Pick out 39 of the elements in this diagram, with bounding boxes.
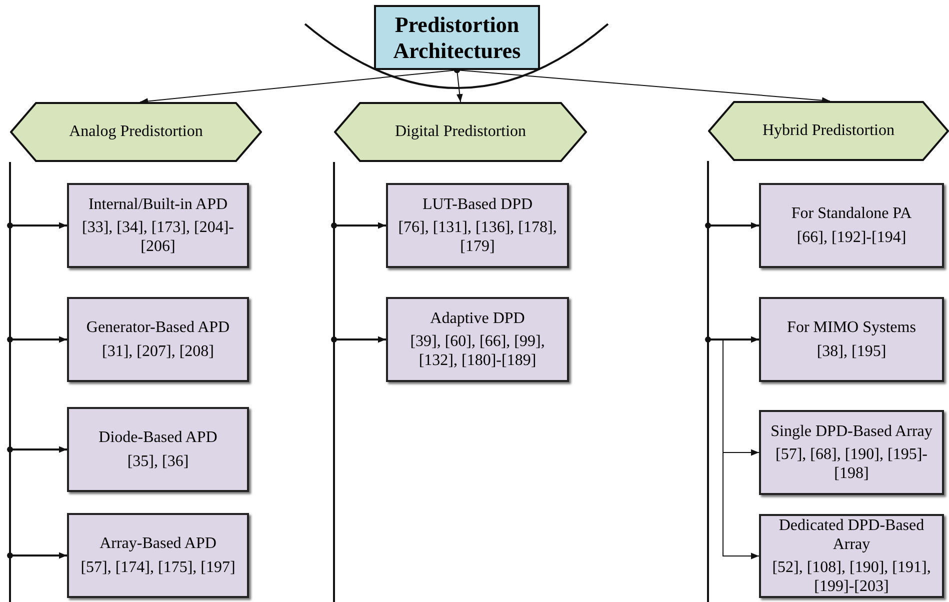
heading-text: For Standalone PA	[791, 204, 912, 224]
title-box	[374, 5, 540, 70]
heading-text: Analog Predistortion	[69, 123, 203, 141]
reference-list: [76], [131], [136], [178], [179]	[392, 218, 563, 256]
reference-box	[759, 514, 944, 598]
reference-box	[386, 183, 569, 268]
heading-text: Hybrid Predistortion	[762, 122, 894, 140]
reference-box	[67, 297, 249, 382]
reference-box	[759, 297, 944, 382]
reference-box	[67, 407, 249, 492]
reference-list: [31], [207], [208]	[102, 342, 214, 361]
reference-box	[386, 297, 569, 382]
heading-text: Predistortion Architectures	[392, 12, 522, 63]
category-hexagon	[10, 102, 262, 162]
heading-text: Dedicated DPD-Based Array	[778, 516, 926, 554]
heading-text: LUT-Based DPD	[422, 194, 533, 214]
category-hexagon	[334, 102, 587, 162]
reference-box	[759, 410, 944, 495]
category-hexagon	[708, 101, 949, 161]
reference-box	[67, 183, 249, 268]
heading-text: For MIMO Systems	[787, 318, 916, 338]
heading-text: Single DPD-Based Array	[770, 422, 932, 441]
reference-list: [66], [192]-[194]	[796, 228, 906, 247]
reference-list: [35], [36]	[127, 452, 189, 471]
reference-box	[759, 183, 944, 268]
reference-list: [39], [60], [66], [99], [132], [180]-[189]	[392, 332, 563, 370]
reference-list: [52], [108], [190], [191], [199]-[203]	[765, 558, 938, 596]
heading-text: Internal/Built-in APD	[88, 194, 228, 214]
reference-list: [57], [68], [190], [195]-[198]	[765, 444, 938, 484]
heading-text: Generator-Based APD	[86, 318, 230, 338]
heading-text: Diode-Based APD	[98, 428, 218, 448]
arrow	[722, 340, 760, 560]
heading-text: Array-Based APD	[100, 534, 216, 554]
heading-text: Adaptive DPD	[430, 308, 525, 328]
reference-box	[67, 513, 249, 598]
reference-list: [38], [195]	[816, 342, 886, 361]
reference-list: [57], [174], [175], [197]	[80, 558, 236, 577]
reference-list: [33], [34], [173], [204]-[206]	[73, 218, 243, 256]
heading-text: Digital Predistortion	[394, 123, 526, 141]
